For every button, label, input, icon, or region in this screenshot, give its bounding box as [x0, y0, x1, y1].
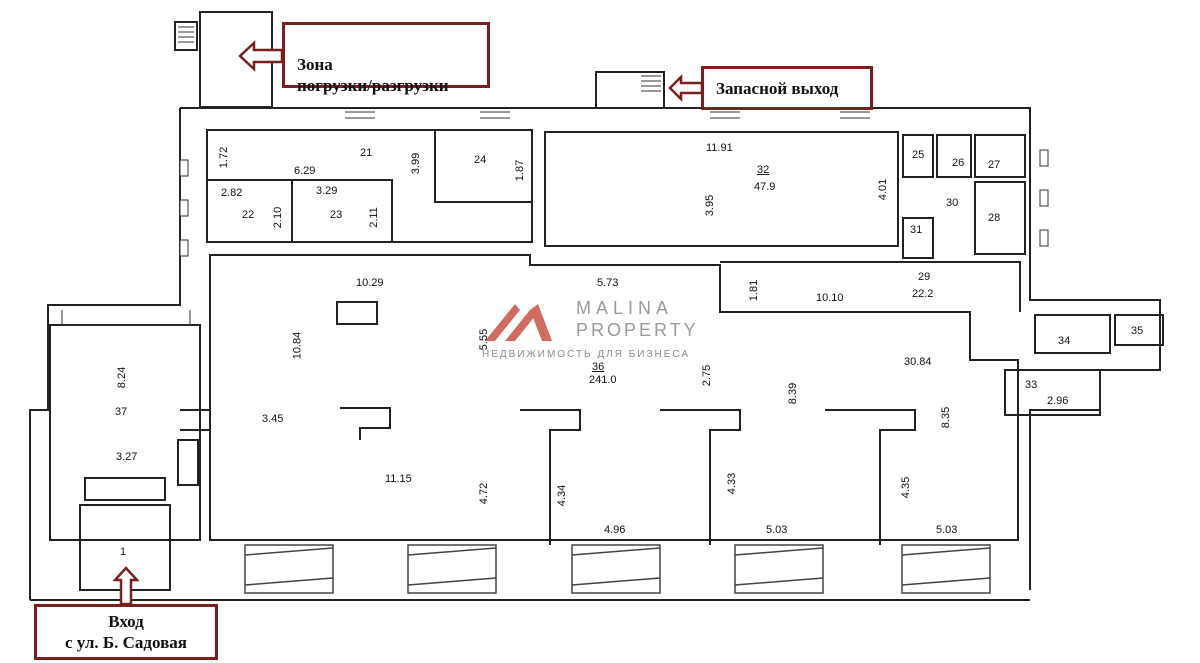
room-label-23: 23 [330, 209, 343, 221]
dim-30-84: 30.84 [904, 356, 932, 368]
room-label-37: 37 [115, 406, 128, 418]
dim-2-96: 2.96 [1047, 395, 1069, 407]
room-35 [1114, 314, 1164, 346]
room-label-22: 22 [242, 209, 255, 221]
room-31 [902, 217, 934, 259]
dim-1-72: 1.72 [218, 146, 231, 169]
outer-wall-right [1029, 130, 1161, 590]
room-label-27: 27 [988, 159, 1001, 171]
dim-1-87: 1.87 [514, 159, 527, 182]
room-23 [291, 179, 393, 243]
exit-stair-box [595, 71, 665, 109]
dim-10-84: 10.84 [291, 331, 304, 360]
room-label-31: 31 [910, 224, 923, 236]
brand-top: MALINA [576, 298, 674, 318]
emergency-exit-label: Запасной выход [716, 79, 839, 98]
dim-5-03-a: 5.03 [766, 524, 788, 536]
room-label-1: 1 [120, 546, 127, 558]
dim-3-95: 3.95 [704, 194, 717, 217]
window-5 [901, 544, 991, 594]
room-label-28: 28 [988, 212, 1001, 224]
dim-4-35: 4.35 [900, 476, 913, 499]
outer-wall-left [29, 108, 181, 600]
room-label-36: 36 [592, 361, 605, 373]
window-2 [407, 544, 497, 594]
room-28 [974, 181, 1026, 255]
area-241-0: 241.0 [589, 374, 617, 386]
dock-stairs-top [174, 21, 198, 51]
dim-5-55: 5.55 [478, 328, 491, 351]
room-label-33: 33 [1025, 379, 1038, 391]
window-3 [571, 544, 661, 594]
dim-2-10: 2.10 [272, 206, 285, 229]
dim-11-15: 11.15 [385, 473, 412, 485]
entrance-arrow-icon [113, 566, 139, 606]
room-label-21: 21 [360, 147, 373, 159]
room-32 [544, 131, 899, 247]
window-1 [244, 544, 334, 594]
dim-4-72: 4.72 [478, 482, 491, 505]
dim-3-99: 3.99 [410, 152, 423, 175]
loading-zone-arrow-icon [238, 40, 284, 72]
room-24 [434, 129, 533, 203]
room-26 [936, 134, 972, 178]
brand-bottom: PROPERTY [576, 320, 699, 340]
room-label-26: 26 [952, 157, 965, 169]
main-hall [209, 254, 1019, 541]
entrance-stairs [84, 477, 166, 501]
entrance-callout: Вход с ул. Б. Садовая [34, 604, 218, 660]
room-34 [1034, 314, 1111, 354]
dim-5-03-b: 5.03 [936, 524, 958, 536]
dim-11-91: 11.91 [706, 142, 733, 154]
loading-zone-label: Зона погрузки/разгрузки [297, 55, 449, 95]
dim-8-35: 8.35 [940, 406, 953, 429]
room-25 [902, 134, 934, 178]
room-27 [974, 134, 1026, 178]
room-33 [1004, 369, 1101, 416]
dim-2-11: 2.11 [367, 207, 380, 228]
stair-hatch [178, 26, 870, 119]
room-label-29: 29 [918, 271, 931, 283]
dim-2-82: 2.82 [221, 187, 243, 199]
dim-4-01: 4.01 [877, 178, 890, 201]
room-label-24: 24 [474, 154, 487, 166]
dim-4-96: 4.96 [604, 524, 626, 536]
dim-3-27: 3.27 [116, 451, 138, 463]
brand-logo-icon [485, 304, 552, 341]
dim-3-29: 3.29 [316, 185, 338, 197]
room-label-34: 34 [1058, 335, 1071, 347]
room-label-30: 30 [946, 197, 959, 209]
area-47-9: 47.9 [754, 181, 776, 193]
dim-2-75: 2.75 [701, 364, 714, 387]
dim-5-73: 5.73 [597, 277, 619, 289]
dim-1-81: 1.81 [748, 279, 761, 302]
dim-4-34: 4.34 [556, 484, 569, 507]
area-22-2: 22.2 [912, 288, 934, 300]
dim-8-24: 8.24 [116, 366, 129, 389]
entrance-label-line2: с ул. Б. Садовая [65, 633, 187, 652]
entrance-label-line1: Вход [108, 612, 144, 631]
room-label-32: 32 [757, 164, 770, 176]
room-label-25: 25 [912, 149, 925, 161]
dim-6-29: 6.29 [294, 165, 316, 177]
brand-tagline: НЕДВИЖИМОСТЬ ДЛЯ БИЗНЕСА [482, 349, 691, 360]
brand-watermark: MALINA PROPERTY НЕДВИЖИМОСТЬ ДЛЯ БИЗНЕСА [480, 296, 730, 366]
window-4 [734, 544, 824, 594]
dim-4-33: 4.33 [726, 472, 739, 495]
dim-10-10: 10.10 [816, 292, 844, 304]
room-label-35: 35 [1131, 325, 1144, 337]
piers [180, 407, 916, 545]
room-29 [720, 261, 1021, 312]
outer-wall-top [180, 107, 1031, 130]
dim-10-29: 10.29 [356, 277, 384, 289]
loading-zone-callout: Зона погрузки/разгрузки [282, 22, 490, 95]
column-left [177, 439, 199, 486]
column [336, 301, 378, 325]
dim-3-45: 3.45 [262, 413, 284, 425]
emergency-exit-arrow-icon [668, 74, 704, 102]
emergency-exit-callout: Запасной выход [701, 66, 873, 110]
room-37 [49, 324, 201, 541]
dim-8-39: 8.39 [787, 382, 800, 405]
